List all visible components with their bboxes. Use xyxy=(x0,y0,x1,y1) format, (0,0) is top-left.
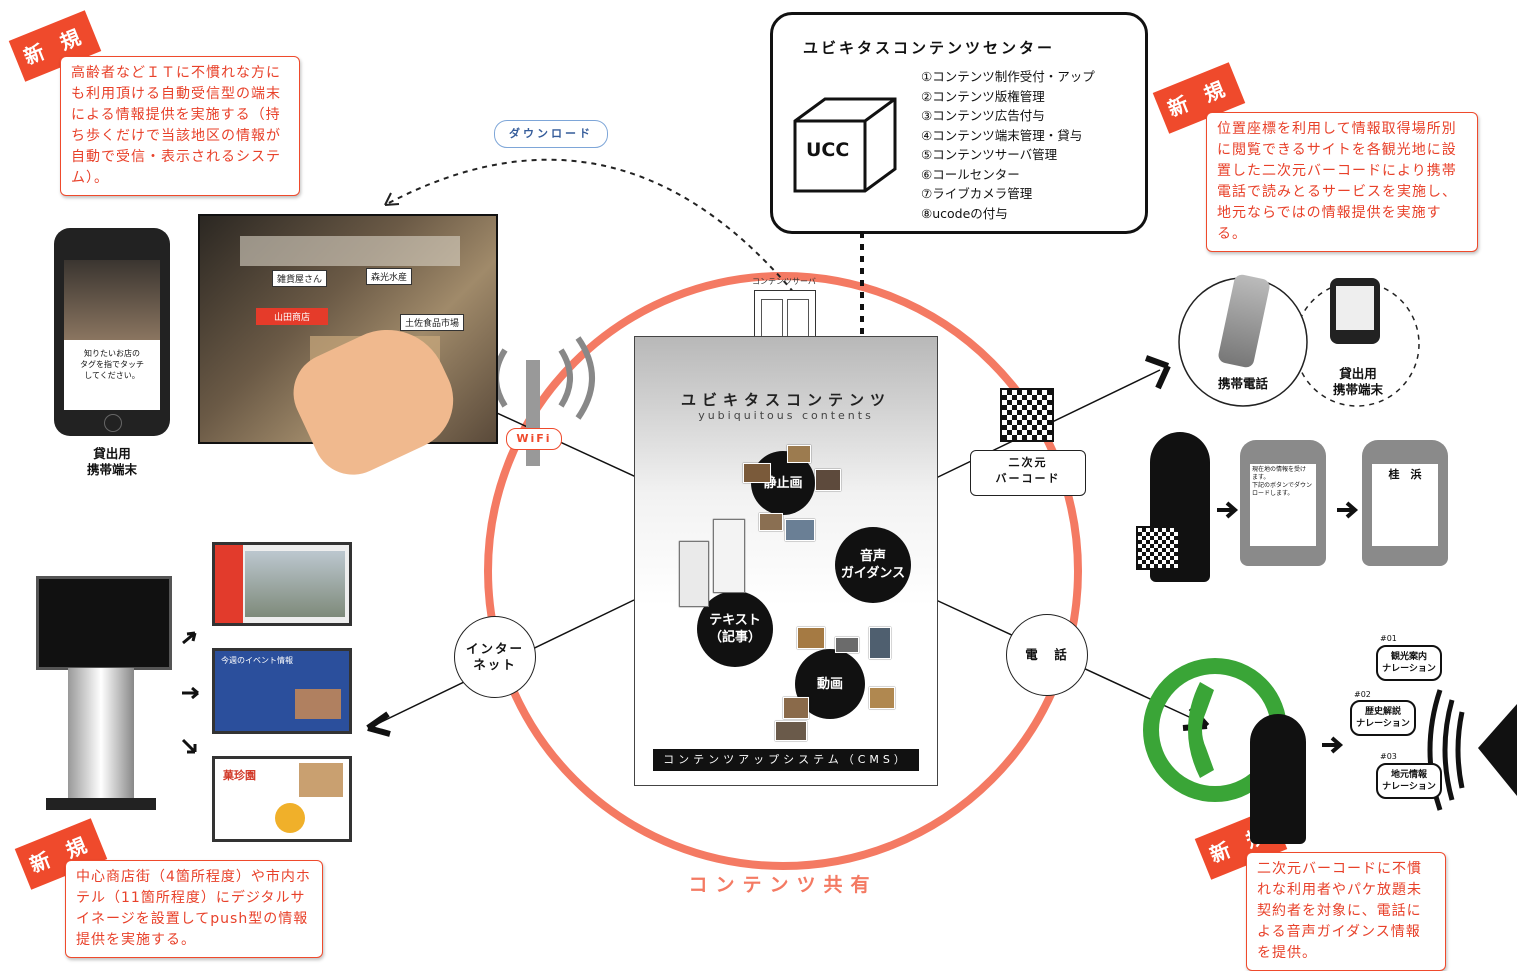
node-qr-code: 二次元 バーコード xyxy=(970,450,1086,496)
signage-screen-2: 今週のイベント情報 xyxy=(212,648,352,734)
signage-news-title: 今週のイベント情報 xyxy=(221,656,293,665)
ucc-center-box: ユビキタスコンテンツセンター UCC ①コンテンツ制作受付・アップ ②コンテンツ… xyxy=(770,12,1148,234)
ucc-item: ⑤コンテンツサーバ管理 xyxy=(921,147,1058,162)
guidance-id: #03 xyxy=(1380,752,1397,761)
photo-tag[interactable]: 雑貨屋さん xyxy=(272,270,328,287)
photo-tag[interactable]: 森光水産 xyxy=(366,268,413,285)
signage-screen-1 xyxy=(212,542,352,626)
photo-tag-selected[interactable]: 山田商店 xyxy=(256,308,329,325)
cms-subtitle: yubiquitous contents xyxy=(698,409,874,422)
ucc-item: ⑦ライブカメラ管理 xyxy=(921,186,1033,201)
thumb-photo xyxy=(869,627,891,659)
thumb-photo xyxy=(835,637,859,653)
node-telephone: 電 話 xyxy=(1006,614,1088,696)
content-sharing-caption: コンテンツ共有 xyxy=(688,874,878,896)
tablet-terminal-2: 桂 浜 xyxy=(1362,440,1448,566)
rental-phone-left: 知りたいお店の タグを指でタッチ してください。 xyxy=(54,228,170,436)
ucc-item: ①コンテンツ制作受付・アップ xyxy=(921,69,1095,84)
ucc-item: ⑥コールセンター xyxy=(921,166,1020,182)
signage-screen-3: 菓珍園 xyxy=(212,756,352,842)
guidance-id: #02 xyxy=(1354,690,1371,699)
download-arc xyxy=(384,158,801,301)
callout-top-right: 位置座標を利用して情報取得場所別に閲覧できるサイトを各観光地に設置した二次元バー… xyxy=(1206,112,1478,252)
tablet-screen-title: 桂 浜 xyxy=(1372,464,1438,546)
ucc-item: ④コンテンツ端末管理・貸与 xyxy=(921,127,1083,143)
cms-system-bar: コンテンツアップシステム（CMS） xyxy=(653,749,919,771)
callout-bottom-left: 中心商店街（4箇所程度）や市内ホテル（11箇所程度）にデジタルサイネージを設置し… xyxy=(65,860,323,958)
blob-audio-guidance: 音声 ガイダンス xyxy=(835,527,911,603)
download-label: ダウンロード xyxy=(494,120,608,148)
ucc-item: ③コンテンツ広告付与 xyxy=(921,108,1045,123)
thumb-photo xyxy=(797,627,825,649)
label-mobile-phone: 携帯電話 xyxy=(1217,376,1268,391)
thumb-web-page xyxy=(713,519,745,593)
thumb-photo xyxy=(785,519,815,541)
thumb-photo xyxy=(787,445,811,463)
phone-screen-text: 知りたいお店の タグを指でタッチ してください。 xyxy=(80,349,144,380)
qr-code-small xyxy=(1136,526,1180,570)
smartphone-icon xyxy=(1330,278,1380,344)
guidance-sign-history: 歴史解説 ナレーション xyxy=(1350,700,1416,736)
qr-code-icon xyxy=(1000,388,1054,442)
person-on-phone xyxy=(1250,714,1306,844)
ucc-cube-icon xyxy=(793,97,897,193)
callout-bottom-right: 二次元バーコードに不慣れな利用者やパケ放題未契約者を対象に、電話による音声ガイダ… xyxy=(1246,852,1446,971)
thumb-photo xyxy=(783,697,809,719)
thumb-web-page xyxy=(679,541,709,607)
ucc-item-list: ①コンテンツ制作受付・アップ ②コンテンツ版権管理 ③コンテンツ広告付与 ④コン… xyxy=(921,67,1095,223)
cms-panel: ユビキタスコンテンツ yubiquitous contents 静止画 音声 ガ… xyxy=(634,336,938,786)
label-rental-terminal-right: 貸出用 携帯端末 xyxy=(1332,366,1383,397)
guidance-sign-sightseeing: 観光案内 ナレーション xyxy=(1376,645,1442,681)
thumb-photo xyxy=(743,463,771,483)
callout-top-left: 高齢者などＩＴに不慣れな方にも利用頂ける自動受信型の端末による情報提供を実施する… xyxy=(60,56,300,196)
blob-text-article: テキスト （記事） xyxy=(697,591,773,667)
thumb-photo xyxy=(775,721,807,741)
wifi-label: WiFi xyxy=(506,428,562,450)
thumb-photo xyxy=(869,687,895,709)
node-internet: インター ネット xyxy=(454,616,536,698)
thumb-photo xyxy=(815,469,841,491)
tablet-screen-text: 現在地の情報を受け ます。 下記のボタンでダウン ロードします。 xyxy=(1250,464,1316,546)
kiosk-base xyxy=(46,798,156,810)
signage-shop-name: 菓珍園 xyxy=(223,769,256,782)
signage-kiosk xyxy=(36,576,172,670)
ucc-title: ユビキタスコンテンツセンター xyxy=(803,39,1056,57)
content-sharing-ring xyxy=(484,272,1082,870)
ucc-item: ②コンテンツ版権管理 xyxy=(921,88,1045,104)
tablet-terminal-1: 現在地の情報を受け ます。 下記のボタンでダウン ロードします。 xyxy=(1240,440,1326,566)
blob-still-image: 静止画 xyxy=(751,451,815,515)
cms-title: ユビキタスコンテンツ xyxy=(680,391,891,409)
guidance-sign-local-info: 地元情報 ナレーション xyxy=(1376,763,1442,799)
photo-tag[interactable]: 土佐食品市場 xyxy=(400,314,465,331)
ucc-item: ⑧ucodeの付与 xyxy=(921,205,1008,221)
content-server-label: コンテンツサーバ xyxy=(752,277,816,286)
guidance-id: #01 xyxy=(1380,634,1397,643)
thumb-photo xyxy=(759,513,783,531)
ucc-cube-label: UCC xyxy=(806,139,850,161)
label-rental-terminal-left: 貸出用 携帯端末 xyxy=(86,446,137,477)
kiosk-stand xyxy=(68,668,134,798)
